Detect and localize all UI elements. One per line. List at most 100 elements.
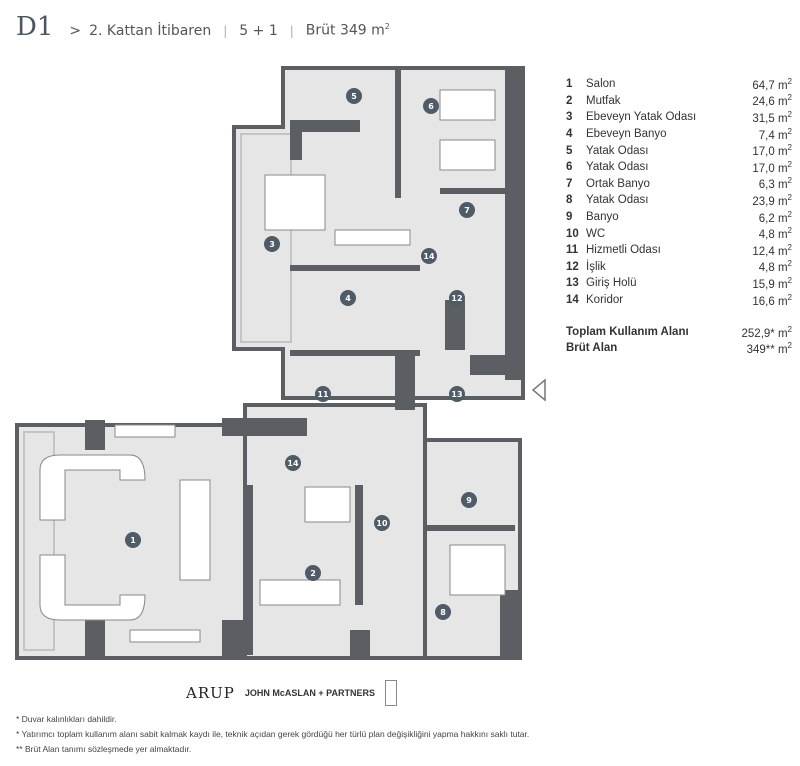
console (114, 424, 176, 438)
room-area: 17,0 m2 (752, 159, 792, 175)
svg-text:1: 1 (130, 536, 136, 545)
room-name: Hizmetli Odası (586, 244, 661, 257)
room-label-7: 7 (459, 202, 475, 218)
legend-row: 4 Ebeveyn Banyo 7,4 m2 (566, 126, 792, 143)
room-label-14: 14 (421, 248, 437, 264)
room-name: Koridor (586, 294, 624, 307)
floor-info: 2. Kattan İtibaren (89, 23, 212, 39)
room-name: WC (586, 227, 606, 240)
sofa (39, 454, 146, 521)
room-number: 8 (566, 194, 573, 207)
room-number: 11 (566, 244, 579, 257)
room-name: Giriş Holü (586, 277, 637, 290)
svg-text:4: 4 (345, 294, 351, 303)
room-area: 6,3 m2 (758, 176, 792, 192)
svg-text:8: 8 (440, 608, 446, 617)
svg-text:6: 6 (428, 102, 434, 111)
bed (439, 139, 496, 171)
balcony-outlines (23, 133, 292, 651)
legend-row: 2 Mutfak 24,6 m2 (566, 93, 792, 110)
brand-mark-logo (384, 680, 397, 706)
room-label-9: 9 (461, 492, 477, 508)
room-config: 5 + 1 (239, 23, 278, 39)
room-number: 5 (566, 144, 573, 157)
unit-sup: 2 (384, 22, 390, 32)
furniture (39, 89, 506, 643)
room-label-6: 6 (423, 98, 439, 114)
room-area: 17,0 m2 (752, 143, 792, 159)
room-label-11: 11 (315, 386, 331, 402)
divider: | (289, 24, 294, 38)
room-number: 12 (566, 260, 579, 273)
sofa (39, 554, 146, 621)
walls (85, 68, 525, 660)
footnote: * Duvar kalınlıkları dahildir. (16, 714, 117, 724)
room-labels: 1 2 3 4 5 6 7 8 9 10 11 12 13 14 14 (125, 88, 477, 620)
room-number: 10 (566, 227, 579, 240)
room-area: 4,8 m2 (758, 226, 792, 242)
svg-text:7: 7 (464, 206, 470, 215)
svg-text:3: 3 (269, 240, 275, 249)
room-name: Mutfak (586, 94, 621, 107)
room-name: Banyo (586, 211, 619, 224)
svg-text:14: 14 (287, 459, 299, 468)
room-area: 6,2 m2 (758, 209, 792, 225)
room-number: 4 (566, 128, 573, 141)
svg-text:12: 12 (451, 294, 462, 303)
room-label-8: 8 (435, 604, 451, 620)
room-label-12: 12 (449, 290, 465, 306)
arup-logo: ARUP (186, 684, 235, 702)
room-name: Yatak Odası (586, 144, 649, 157)
room-number: 1 (566, 78, 573, 91)
room-label-2: 2 (305, 565, 321, 581)
legend-row: 9 Banyo 6,2 m2 (566, 209, 792, 226)
footnote: * Yatırımcı toplam kullanım alanı sabit … (16, 729, 530, 739)
svg-text:13: 13 (451, 390, 462, 399)
room-name: Ebeveyn Banyo (586, 128, 667, 141)
room-label-5: 5 (346, 88, 362, 104)
room-name: İşlik (586, 260, 606, 273)
gross-area: Brüt 349 m2 (306, 22, 390, 39)
room-name: Yatak Odası (586, 161, 649, 174)
shower (304, 486, 351, 523)
svg-text:14: 14 (423, 252, 435, 261)
room-number: 9 (566, 211, 573, 224)
unit-code: D1 (16, 12, 54, 42)
room-area: 24,6 m2 (752, 93, 792, 109)
dining-table (179, 479, 211, 581)
room-label-14: 14 (285, 455, 301, 471)
room-area: 23,9 m2 (752, 193, 792, 208)
svg-text:11: 11 (317, 390, 329, 399)
footnotes: * Duvar kalınlıkları dahildir. * Yatırım… (16, 712, 529, 757)
console (129, 629, 201, 643)
room-name: Salon (586, 78, 616, 91)
partner-logos: ARUP JOHN McASLAN + PARTNERS (186, 680, 397, 706)
room-area: 15,9 m2 (752, 276, 792, 291)
svg-text:9: 9 (466, 496, 472, 505)
room-area: 4,8 m2 (758, 259, 792, 275)
room-number: 2 (566, 94, 573, 107)
svg-text:2: 2 (310, 569, 316, 578)
legend-row: 6 Yatak Odası 17,0 m2 (566, 159, 792, 176)
svg-text:5: 5 (351, 92, 357, 101)
legend-row: 10 WC 4,8 m2 (566, 225, 792, 242)
entrance-arrow-icon (531, 378, 546, 402)
kitchen-island (259, 579, 341, 606)
room-label-1: 1 (125, 532, 141, 548)
floor-plan: 1 2 3 4 5 6 7 8 9 10 11 12 13 14 14 (15, 66, 546, 660)
room-area: 7,4 m2 (758, 126, 792, 142)
svg-text:10: 10 (376, 519, 388, 528)
room-label-3: 3 (264, 236, 280, 252)
room-number: 6 (566, 161, 573, 174)
footnote: ** Brüt Alan tanımı sözleşmede yer almak… (16, 744, 192, 754)
room-number: 3 (566, 111, 573, 124)
